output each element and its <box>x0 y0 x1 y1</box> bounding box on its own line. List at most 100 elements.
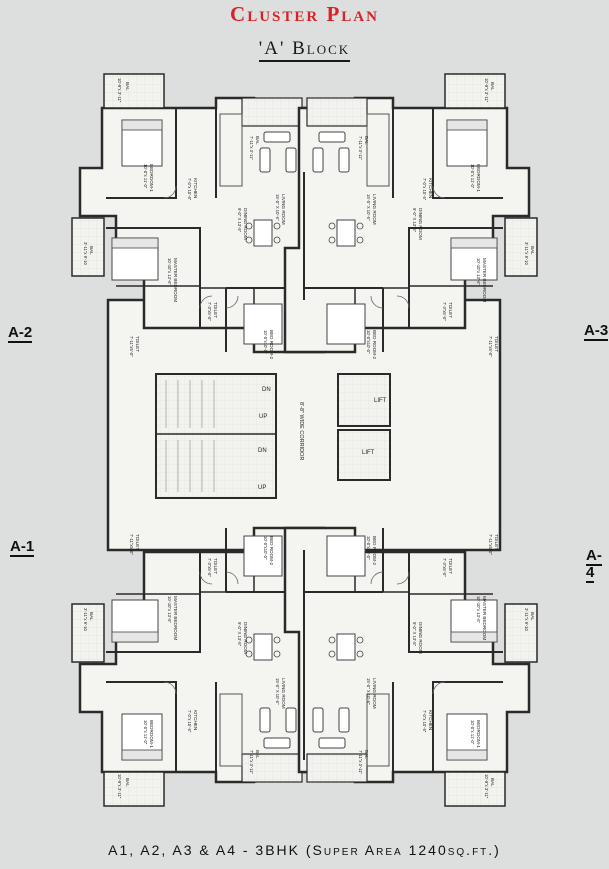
a1-toilet-common-size: 7'-3"x5'-0" <box>207 558 212 577</box>
a1-bal-kitchen-label: BAL <box>255 750 260 759</box>
lift-label-1: LIFT <box>374 398 387 404</box>
page-title: Cluster Plan <box>230 2 379 26</box>
label-a3: A-3 <box>584 322 609 341</box>
a1-bed2-label: BED ROOM-2 <box>269 536 274 566</box>
a1-kitchen-label: KITCHEN <box>193 710 198 730</box>
a1-living-size: 15'-0" X 10'-6" <box>275 678 280 705</box>
a4-master-label: MASTER BEDROOM <box>482 596 487 640</box>
a3-dining-size: 9'-0" X 13'-5" <box>412 208 417 233</box>
a2-living-label: LIVING ROOM <box>281 194 286 225</box>
a2-living-size: 15'-0" X 10'-6" <box>275 194 280 221</box>
a3-toilet-master-label: TOILET <box>494 336 499 352</box>
a2-kitchen-size: 7'-0"x 10'-6" <box>187 178 192 201</box>
a4-bal-size: 10'-9"x 3'-11" <box>484 774 489 799</box>
a3-bal-kitchen-size: 7'-11"x 3'-11" <box>358 136 363 160</box>
a1-bal-kitchen-size: 7'-11"x 3'-11" <box>249 750 254 774</box>
a3-kitchen-label: KITCHEN <box>428 178 433 198</box>
a1-bal-side-label: BAL <box>89 612 94 621</box>
a1-bal-side-size: 3'-11"x 9'-10 <box>83 608 88 631</box>
a2-toilet-master-size: 7'-11"x5'-0" <box>129 336 134 357</box>
a1-bal-size: 10'-9"x 3'-11" <box>117 774 122 799</box>
a1-kitchen-size: 7'-0"x 10'-6" <box>187 710 192 733</box>
a3-master-size: 10'-10"x 13'-6" <box>476 258 481 285</box>
unit-a1-labels: BAL 10'-9"x 3'-11" BEDROOM-1 10'-0"x 11'… <box>83 534 286 799</box>
a2-dining-size: 9'-0" X 13'-5" <box>237 208 242 233</box>
a4-kitchen-size: 7'-0"x 10'-6" <box>422 710 427 733</box>
unit-a3-labels: BAL 10'-9"x 3'-11" BEDROOM-1 10'-0"x 11'… <box>358 78 535 360</box>
stair-dn-upper: DN <box>262 387 271 393</box>
a1-dining-label: DINING ROOM <box>243 622 248 654</box>
a3-dining-label: DINING ROOM <box>418 208 423 240</box>
a4-bedroom1-size: 10'-0"x 11'-0" <box>470 720 475 745</box>
a2-toilet-common-size: 7'-3"x5'-0" <box>207 302 212 321</box>
a4-dining-label: DINING ROOM <box>418 622 423 654</box>
lift-2 <box>337 429 391 481</box>
a4-living-label: LIVING ROOM <box>372 678 377 709</box>
stair-up-lower: UP <box>258 485 266 491</box>
unit-a4 <box>283 526 539 808</box>
a3-living-label: LIVING ROOM <box>372 194 377 225</box>
a1-toilet-master-label: TOILET <box>135 534 140 550</box>
a4-toilet-master-label: TOILET <box>494 534 499 550</box>
a2-toilet-master-label: TOILET <box>135 336 140 352</box>
a1-toilet-common-label: TOILET <box>213 558 218 574</box>
label-a1: A-1 <box>10 538 35 557</box>
a4-master-size: 10'-10"x 13'-6" <box>476 596 481 623</box>
a2-bed2-size: 10'-0"x10'-0" <box>263 330 268 354</box>
a3-bed2-label: BED ROOM-2 <box>372 330 377 360</box>
staircase <box>155 373 277 499</box>
a2-bal-size: 10'-9"x 3'-11" <box>117 78 122 103</box>
a2-kitchen-label: KITCHEN <box>193 178 198 198</box>
a4-bal-side-size: 3'-11"x 9'-10 <box>524 608 529 631</box>
a2-bal-side-size: 3'-11"x 9'-10 <box>83 242 88 265</box>
a1-living-label: LIVING ROOM <box>281 678 286 709</box>
a2-master-size: 10'-10"x 13'-6" <box>167 258 172 285</box>
a3-bedroom1-size: 10'-0"x 11'-0" <box>470 164 475 189</box>
a1-master-size: 10'-10"x 13'-6" <box>167 596 172 623</box>
block-subtitle: 'A' Block <box>0 38 609 62</box>
a1-toilet-master-size: 7'-11"x5'-0" <box>129 534 134 555</box>
a2-master-label: MASTER BEDROOM <box>173 258 178 302</box>
a3-bal-kitchen-label: BAL <box>364 136 369 145</box>
a4-toilet-master-size: 7'-11"x5'-0" <box>488 534 493 555</box>
a3-bedroom1-label: BEDROOM-1 <box>476 164 481 192</box>
unit-a2: BAL 10'-9"x 3'-11" BEDROOM-1 10'-0"x 11'… <box>70 72 326 360</box>
a4-bal-kitchen-size: 7'-11"x 3'-11" <box>358 750 363 774</box>
a3-living-size: 15'-0" X 10'-6" <box>366 194 371 221</box>
a4-toilet-common-size: 7'-3"x5'-0" <box>442 558 447 577</box>
a3-master-label: MASTER BEDROOM <box>482 258 487 302</box>
corridor-label: 8'-8" WIDE CORRIDOR <box>298 402 304 460</box>
unit-a4-labels: BAL 10'-9"x 3'-11" BEDROOM-1 10'-0"x 11'… <box>358 534 535 799</box>
a2-bal-kitchen-size: 7'-11"x 3'-11" <box>249 136 254 160</box>
a2-bedroom1-size: 10'-0"x 11'-0" <box>143 164 148 189</box>
a3-bal-size: 10'-9"x 3'-11" <box>484 78 489 103</box>
a4-bal-side-label: BAL <box>530 612 535 621</box>
a2-bal-label: BAL <box>125 82 130 91</box>
a3-kitchen-size: 7'-0"x 10'-6" <box>422 178 427 201</box>
a4-dining-size: 9'-0" X 13'-5" <box>412 622 417 647</box>
a2-bedroom1-label: BEDROOM-1 <box>149 164 154 192</box>
lift-label-2: LIFT <box>362 450 375 456</box>
a4-living-size: 15'-0" X 10'-6" <box>366 678 371 705</box>
label-a4: A-4 <box>586 547 602 583</box>
block-subtitle-text: 'A' Block <box>258 38 351 62</box>
a1-master-label: MASTER BEDROOM <box>173 596 178 640</box>
a3-bal-side-label: BAL <box>530 246 535 255</box>
a4-kitchen-label: KITCHEN <box>428 710 433 730</box>
a3-bal-label: BAL <box>490 82 495 91</box>
a4-bal-label: BAL <box>490 778 495 787</box>
a2-bal-side-label: BAL <box>89 246 94 255</box>
a3-toilet-master-size: 7'-11"x5'-0" <box>488 336 493 357</box>
a4-toilet-common-label: TOILET <box>448 558 453 574</box>
label-a2: A-2 <box>8 324 33 343</box>
a1-bal-label: BAL <box>125 778 130 787</box>
a4-bal-kitchen-label: BAL <box>364 750 369 759</box>
a1-bed2-size: 10'-0"x10'-0" <box>263 536 268 560</box>
a3-bal-side-size: 3'-11"x 9'-10 <box>524 242 529 265</box>
a1-bedroom1-label: BEDROOM-1 <box>149 720 154 748</box>
lift-1 <box>337 373 391 427</box>
a3-toilet-common-label: TOILET <box>448 302 453 318</box>
footer-caption: A1, A2, A3 & A4 - 3BHK (Super Area 1240s… <box>108 842 501 858</box>
a2-toilet-common-label: TOILET <box>213 302 218 318</box>
